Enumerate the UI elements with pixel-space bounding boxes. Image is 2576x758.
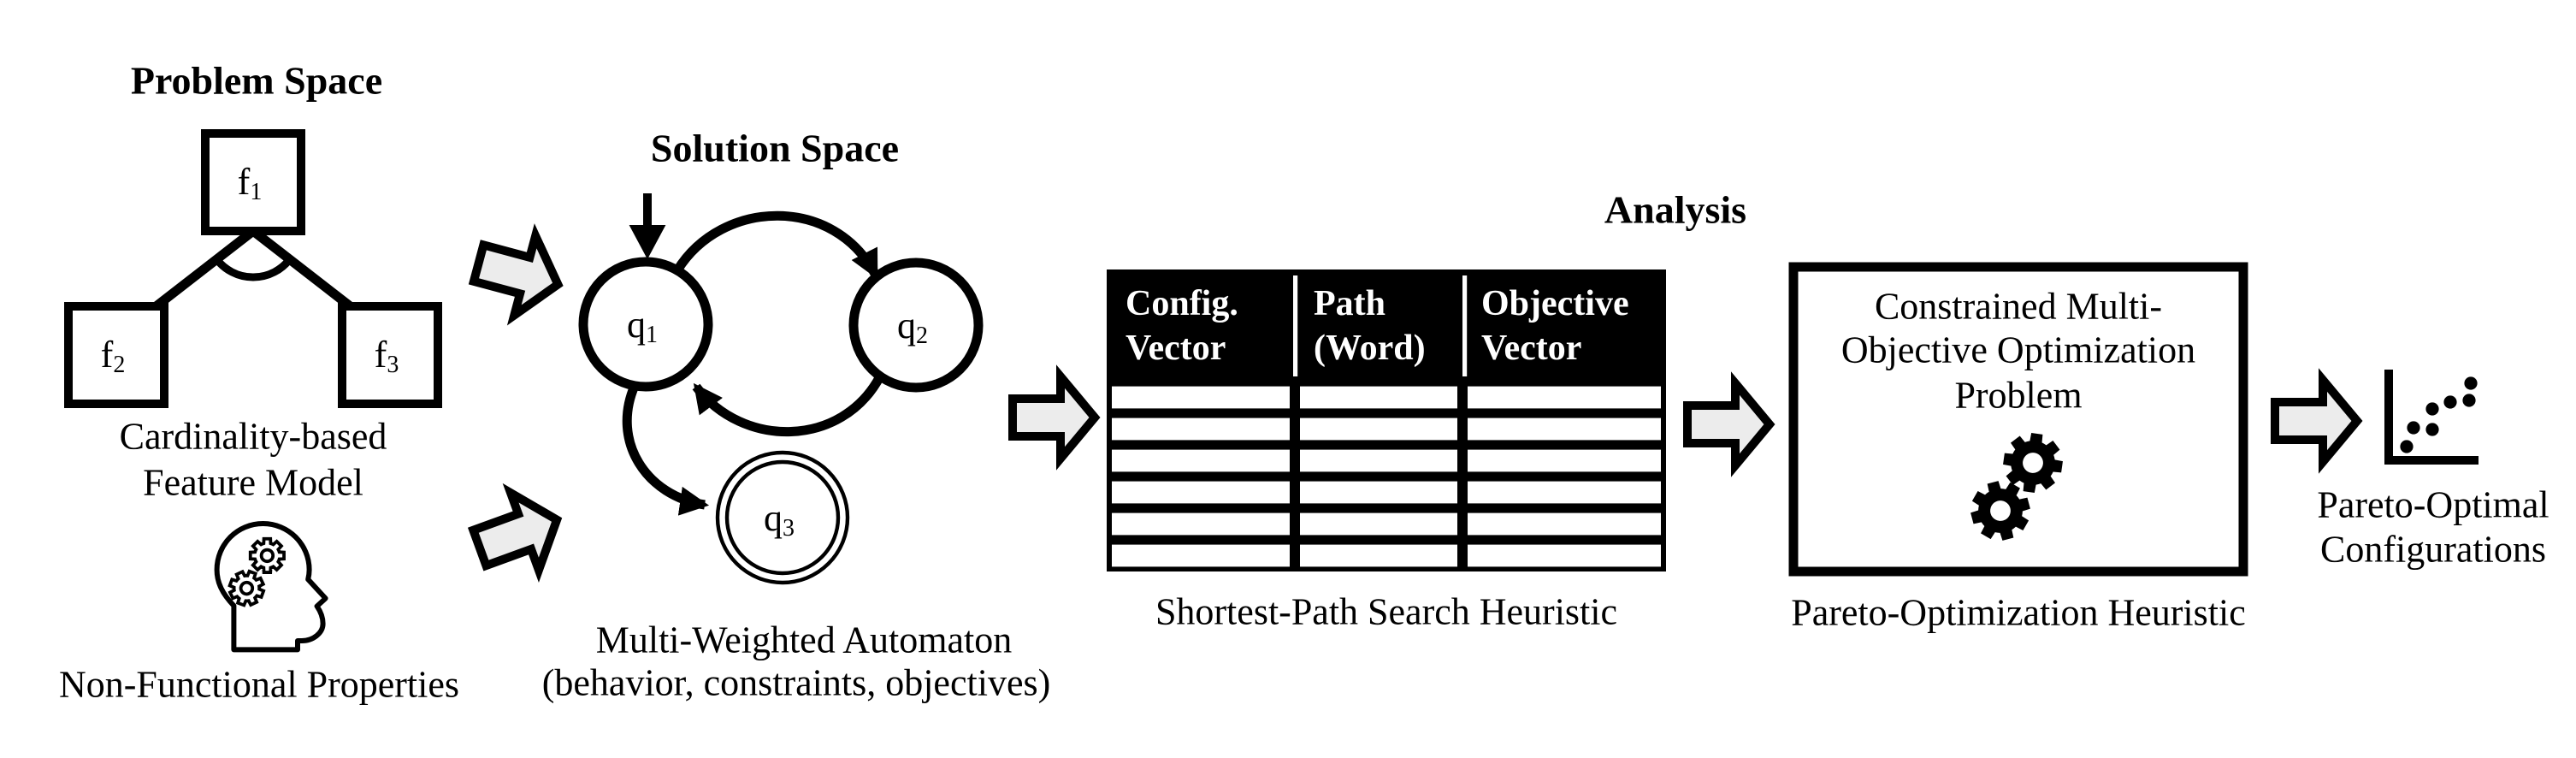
table-empty-cell: [1468, 449, 1661, 472]
table-empty-cell: [1468, 481, 1661, 504]
automaton-caption-line1: Multi-Weighted Automaton: [596, 619, 1013, 661]
analysis-section: Analysis Config. Vector Path (Word) Obje…: [1107, 188, 2248, 634]
output-label-line1: Pareto-Optimal: [2317, 484, 2549, 526]
optimization-box-line1: Constrained Multi-: [1875, 286, 2162, 328]
automaton-caption-line2: (behavior, constraints, objectives): [542, 662, 1051, 704]
feature-label-f2: f2: [101, 334, 126, 378]
transition-q2-q1: [692, 374, 884, 436]
feature-model-caption-line1: Cardinality-based: [120, 416, 387, 458]
scatter-dot: [2464, 376, 2478, 390]
transition-q1-q3: [622, 383, 710, 516]
table-empty-cell: [1112, 512, 1290, 536]
head-with-gears-icon: [214, 521, 328, 653]
table-col1-header-line1: Config.: [1126, 284, 1238, 323]
feature-node-f1: [201, 129, 305, 235]
nfp-label: Non-Functional Properties: [59, 664, 459, 706]
flow-arrow-nfp-to-automaton: [465, 481, 570, 586]
state-node-q1: [578, 257, 713, 392]
table-empty-cell: [1112, 417, 1290, 441]
problem-space-heading: Problem Space: [131, 59, 382, 103]
table-empty-cell: [1112, 449, 1290, 472]
scatter-dot: [2400, 440, 2414, 453]
flow-arrow-optimization-to-output: [2275, 380, 2357, 462]
problem-space-section: Problem Space f1 f2 f3 Cardinality-based…: [59, 59, 459, 706]
table-empty-cell: [1300, 417, 1457, 441]
cardinality-group-arc: [213, 257, 293, 281]
table-empty-cell: [1468, 417, 1661, 441]
table-empty-rows: [1112, 386, 1661, 567]
feature-tree-edge-right: [250, 227, 356, 312]
scatter-dot: [2407, 421, 2420, 435]
analysis-heading: Analysis: [1604, 188, 1746, 232]
table-empty-cell: [1300, 481, 1457, 504]
feature-node-f3: [338, 302, 442, 408]
state-label-q2: q2: [897, 305, 928, 349]
scatter-plot-icon: [2384, 370, 2479, 465]
state-node-q2: [848, 258, 984, 393]
head-outline: [214, 521, 328, 653]
scatter-dot: [2443, 395, 2457, 409]
transition-q1-q2: [673, 210, 880, 280]
scatter-dot: [2462, 394, 2476, 407]
flow-arrow-table-to-optimization: [1687, 383, 1770, 465]
results-table: Config. Vector Path (Word) Objective Vec…: [1107, 269, 1666, 571]
initial-state-arrowhead: [629, 225, 666, 259]
scatter-dot: [2425, 402, 2439, 416]
state-label-q1: q1: [627, 304, 658, 348]
scatter-dot: [2425, 423, 2439, 436]
table-empty-cell: [1300, 386, 1457, 409]
table-empty-cell: [1468, 386, 1661, 409]
table-empty-cell: [1468, 544, 1661, 567]
flow-arrow-featuremodel-to-automaton: [468, 223, 569, 324]
optimization-box-caption: Pareto-Optimization Heuristic: [1791, 592, 2246, 634]
output-label-line2: Configurations: [2320, 529, 2546, 571]
table-empty-cell: [1300, 449, 1457, 472]
table-empty-cell: [1112, 544, 1290, 567]
feature-node-f2: [64, 302, 168, 408]
feature-label-f1: f1: [238, 161, 263, 205]
table-col3-header-line2: Vector: [1481, 329, 1581, 368]
optimization-box-line2: Objective Optimization: [1841, 329, 2195, 371]
table-col2-header-line1: Path: [1314, 284, 1385, 323]
flow-arrow-automaton-to-table: [1013, 376, 1095, 459]
table-empty-cell: [1300, 512, 1457, 536]
table-empty-cell: [1112, 481, 1290, 504]
output-section: Pareto-Optimal Configurations: [2317, 370, 2549, 571]
table-empty-cell: [1112, 386, 1290, 409]
table-col1-header-line2: Vector: [1126, 329, 1226, 368]
optimization-box-line3: Problem: [1954, 375, 2082, 417]
optimization-problem-box: Constrained Multi- Objective Optimizatio…: [1788, 262, 2248, 577]
state-label-q3: q3: [764, 497, 795, 542]
table-header-separator: [1293, 275, 1298, 376]
table-header-background: [1107, 269, 1666, 382]
solution-space-section: Solution Space q1 q2 q3 Multi-Weighted A…: [542, 127, 1051, 704]
table-col2-header-line2: (Word): [1314, 329, 1426, 368]
table-col3-header-line1: Objective: [1481, 284, 1629, 323]
solution-space-heading: Solution Space: [651, 127, 899, 170]
table-empty-cell: [1300, 544, 1457, 567]
feature-tree-edge-left: [151, 227, 257, 312]
table-header-separator: [1462, 275, 1468, 376]
feature-label-f3: f3: [375, 334, 399, 378]
accepting-state-node-q3-inner: [724, 459, 841, 576]
feature-model-caption-line2: Feature Model: [143, 462, 363, 504]
table-caption: Shortest-Path Search Heuristic: [1155, 591, 1617, 633]
table-empty-cell: [1468, 512, 1661, 536]
table-body-grid: [1107, 382, 1666, 571]
